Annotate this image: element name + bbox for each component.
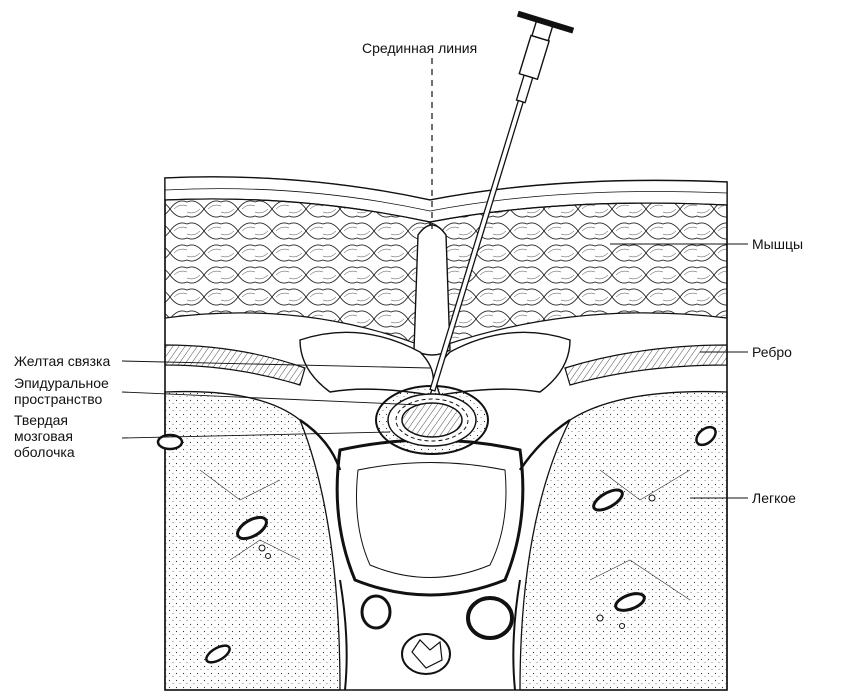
lung-left (164, 390, 341, 691)
rib-left (164, 344, 306, 386)
rib-right (564, 344, 728, 386)
bronchus (592, 488, 624, 512)
spinal-cord (401, 402, 463, 438)
epidural-needle (429, 10, 575, 392)
label-midline: Срединная линия (362, 40, 478, 56)
aorta (466, 596, 514, 640)
spinous-process (413, 224, 451, 356)
bronchus (614, 592, 646, 612)
bronchus (205, 644, 231, 664)
bronchus (236, 515, 268, 541)
label-rib: Ребро (752, 344, 792, 360)
label-muscles: Мышцы (752, 236, 804, 252)
bronchus (695, 425, 717, 447)
label-dura-mater: Твердая мозговая оболочка (14, 412, 75, 460)
label-ligamentum-flavum: Желтая связка (14, 353, 111, 369)
lung-right (519, 390, 728, 691)
label-epidural-space: Эпидуральное пространство (14, 375, 109, 407)
bronchus (156, 433, 184, 451)
label-lung: Легкое (752, 490, 796, 506)
vertebral-body (335, 438, 525, 597)
muscle-right (429, 202, 728, 346)
vessel (360, 594, 392, 630)
